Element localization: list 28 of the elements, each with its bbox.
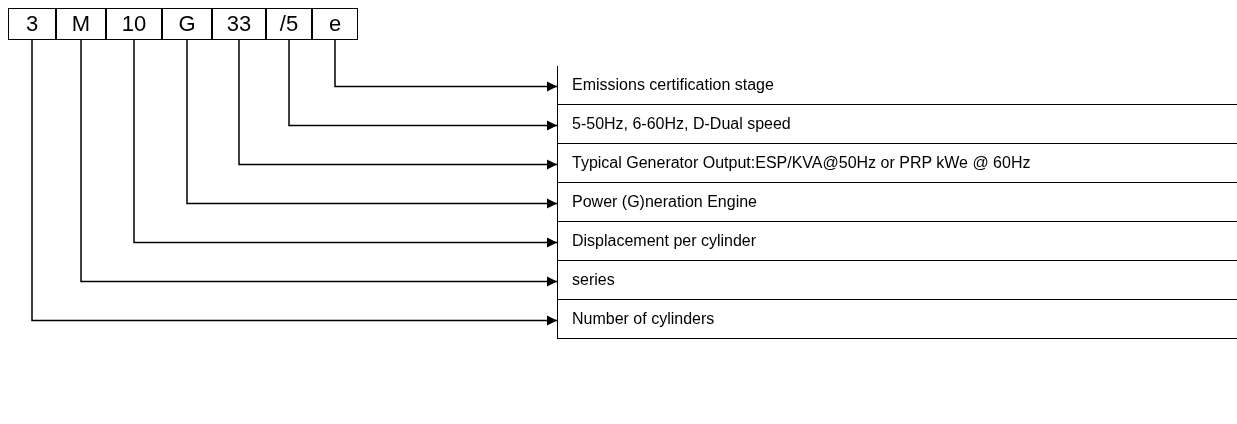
description-row — [557, 105, 1237, 144]
code-segment: G — [162, 8, 212, 40]
description-text: Typical Generator Output:ESP/KVA@50Hz or PRP kWe @ 60Hz — [572, 154, 1031, 172]
code-segment: /5 — [266, 8, 312, 40]
code-segment: M — [56, 8, 106, 40]
leader-arrow — [31, 39, 558, 326]
description-text: Displacement per cylinder — [572, 232, 757, 250]
description-row — [557, 222, 1237, 261]
leader-arrow — [133, 39, 558, 248]
description-text: series — [572, 271, 615, 289]
description-row — [557, 66, 1237, 105]
description-text: 5-50Hz, 6-60Hz, D-Dual speed — [572, 115, 791, 133]
description-text: Number of cylinders — [572, 310, 715, 328]
leader-arrow — [288, 39, 558, 131]
description-text: Emissions certification stage — [572, 76, 774, 94]
leader-arrow — [186, 39, 558, 209]
leader-arrow — [80, 39, 558, 287]
leader-arrow — [334, 39, 558, 92]
description-row — [557, 144, 1237, 183]
code-segment: 10 — [106, 8, 162, 40]
code-segment: e — [312, 8, 358, 40]
description-text: Power (G)neration Engine — [572, 193, 757, 211]
description-row — [557, 183, 1237, 222]
description-row — [557, 261, 1237, 300]
code-segment: 3 — [8, 8, 56, 40]
leader-arrow — [238, 39, 558, 170]
code-segment: 33 — [212, 8, 266, 40]
description-row — [557, 300, 1237, 339]
